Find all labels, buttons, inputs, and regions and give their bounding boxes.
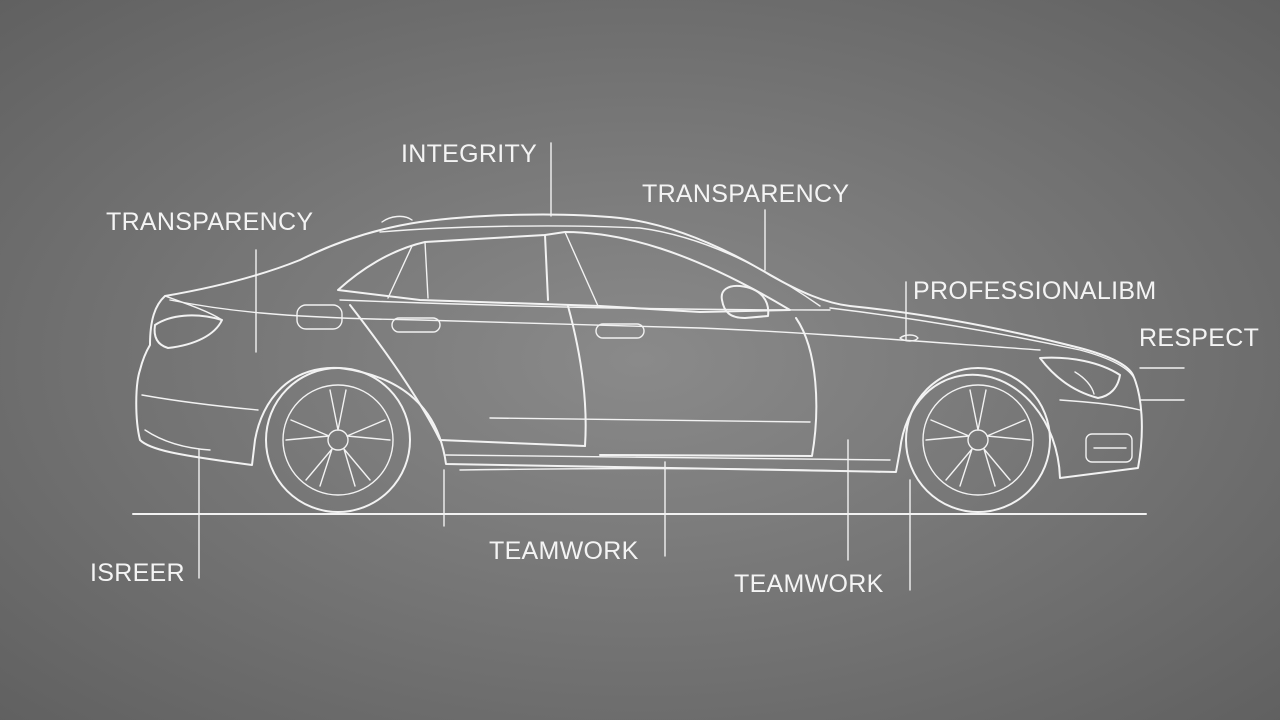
quarter-pillar-2 — [424, 241, 429, 299]
label-teamwork-right: TEAMWORK — [734, 570, 884, 598]
b-pillar — [544, 234, 549, 301]
fuel-cap — [296, 304, 343, 330]
rear-door-line — [349, 304, 586, 447]
label-isreer: ISREER — [90, 559, 185, 587]
side-mirror — [720, 284, 770, 319]
headlight — [1039, 356, 1121, 399]
side-sill — [445, 454, 891, 461]
front-door-handle — [595, 323, 645, 339]
roof-antenna — [381, 215, 413, 223]
side-character-line — [489, 417, 811, 423]
fog-light — [1085, 433, 1133, 463]
hood-line — [829, 307, 1136, 381]
front-wheel — [905, 367, 1051, 513]
label-transparency-left: TRANSPARENCY — [106, 208, 313, 236]
label-professionalism: PROFESSIONALIBM — [913, 277, 1156, 305]
leader-lines — [198, 142, 1185, 591]
rear-wheel — [265, 367, 411, 513]
car-outline — [135, 213, 1143, 479]
rear-door-handle — [391, 317, 441, 333]
front-door-edge — [599, 317, 818, 457]
b-pillar-2 — [564, 231, 599, 307]
car-body-outline — [135, 213, 1143, 479]
rear-bumper — [141, 394, 259, 411]
taillight — [153, 314, 223, 349]
belt-line — [169, 299, 1041, 351]
label-transparency-right: TRANSPARENCY — [642, 180, 849, 208]
roof-line — [379, 225, 821, 307]
label-respect: RESPECT — [1139, 324, 1259, 352]
label-integrity: INTEGRITY — [401, 140, 537, 168]
window-outline — [337, 231, 791, 313]
trunk-line — [164, 295, 223, 321]
rear-diffuser — [144, 429, 211, 451]
shoulder-line — [339, 299, 831, 311]
front-door-line — [567, 305, 587, 447]
headlight-inner — [1074, 371, 1095, 395]
label-teamwork-center: TEAMWORK — [489, 537, 639, 565]
lower-sill — [459, 467, 881, 473]
quarter-pillar — [387, 245, 413, 299]
front-bumper — [1059, 399, 1141, 411]
